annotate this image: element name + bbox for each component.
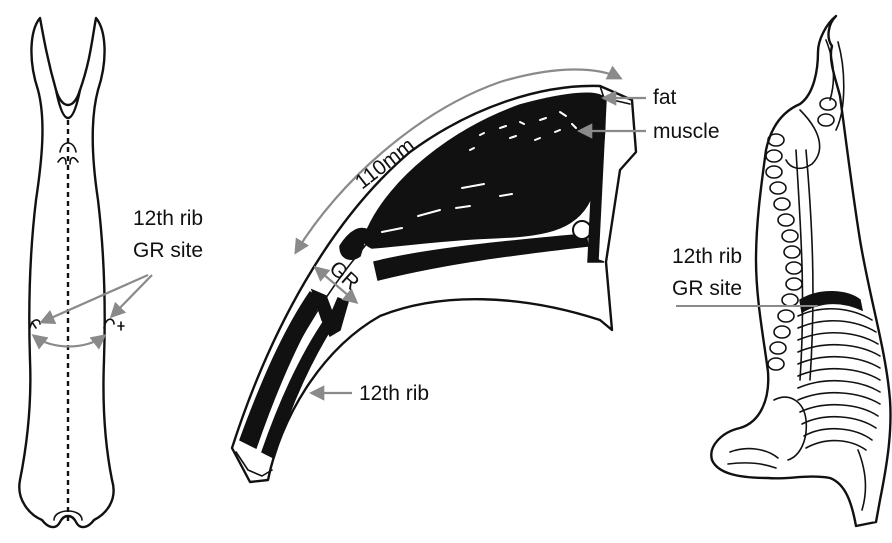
rib-label: 12th rib [359, 382, 429, 405]
right-label-line2: GR site [672, 277, 742, 300]
muscle-label: muscle [653, 120, 720, 143]
left-carcass-panel: 12th rib GR site [19, 18, 203, 527]
left-gr-mark-right [104, 319, 124, 330]
left-gr-mark-left [30, 320, 40, 328]
left-label-line1: 12th rib [133, 207, 203, 230]
gr-label: GR [325, 257, 364, 295]
fat-label: fat [653, 86, 677, 109]
right-label-line1: 12th rib [672, 245, 742, 268]
center-section-panel: 110mm GR fat muscle 12th rib [232, 70, 720, 483]
small-muscle [340, 229, 368, 260]
left-carcass-outline [19, 18, 113, 527]
eye-muscle [364, 93, 605, 248]
right-spine-line [796, 150, 813, 380]
vertebra-circle [573, 221, 591, 239]
right-carcass-panel: 12th rib GR site [672, 16, 891, 526]
rib-y-shape [312, 290, 348, 336]
left-label-line2: GR site [133, 239, 203, 262]
left-label-arrow-1 [42, 275, 148, 322]
right-neck-detail [786, 40, 844, 168]
